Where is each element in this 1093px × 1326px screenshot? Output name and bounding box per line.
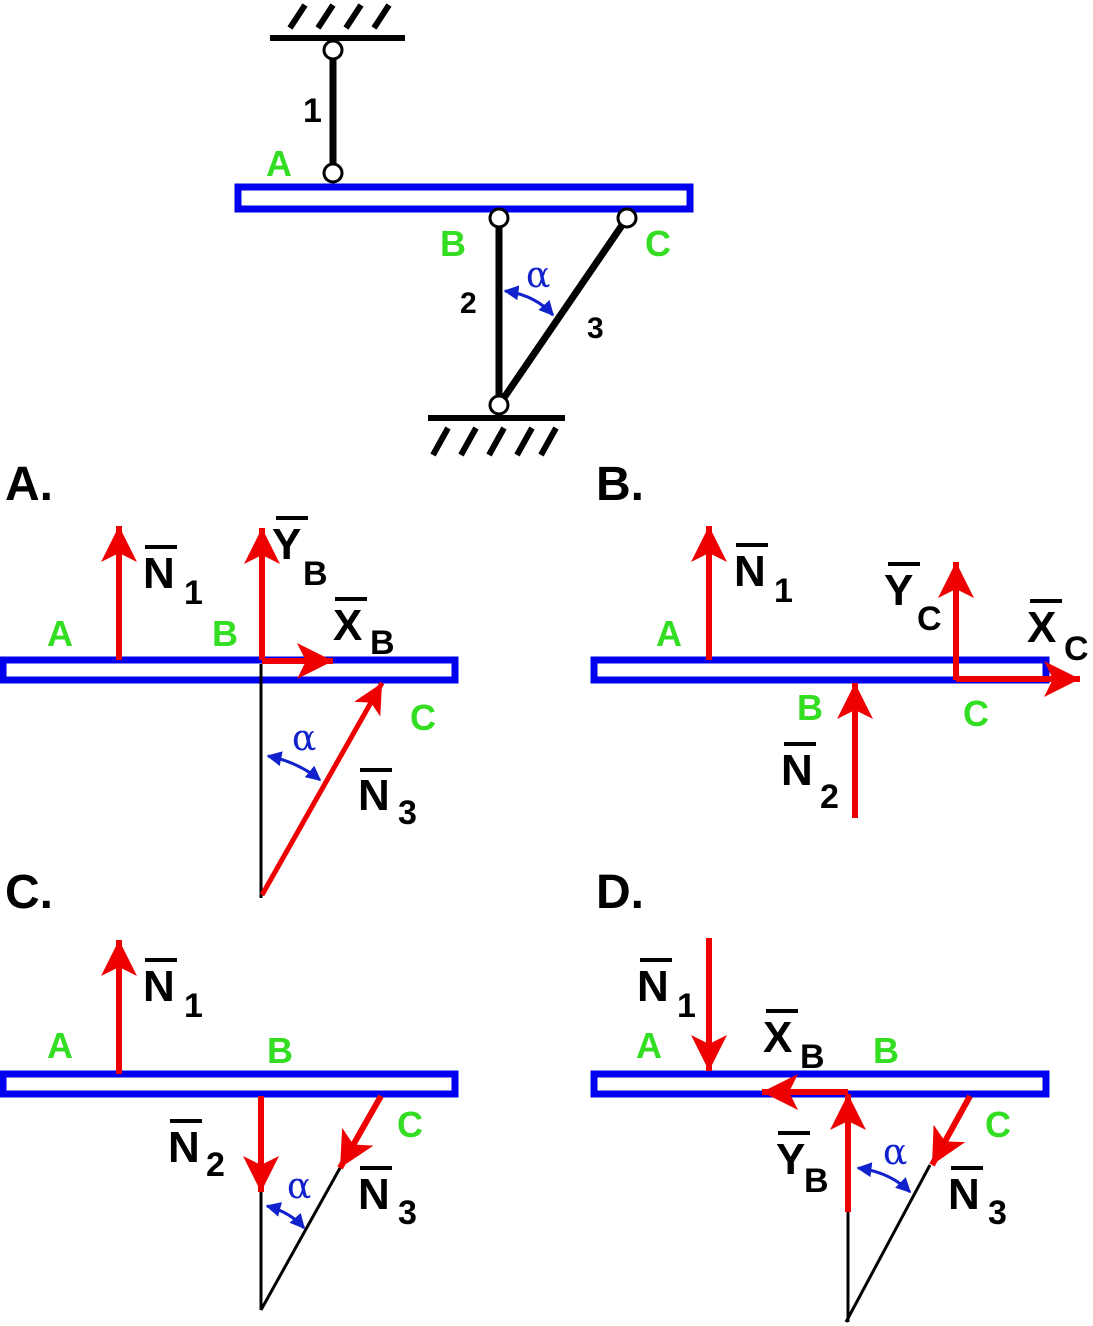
panel-c-n3-label: N 3 — [358, 1166, 417, 1232]
beam — [234, 183, 694, 213]
bottom-fixed-support — [428, 415, 565, 457]
hinge-bottom — [488, 394, 510, 416]
main-structure: 1 2 3 A B C α — [234, 3, 694, 457]
point-a-label: A — [266, 143, 292, 184]
svg-text:3: 3 — [988, 1194, 1007, 1232]
rod-3-label: 3 — [587, 312, 604, 345]
svg-text:C: C — [917, 600, 942, 638]
panel-d-n3-arrow — [929, 1094, 973, 1167]
svg-text:1: 1 — [184, 574, 203, 612]
rod-2-label: 2 — [460, 287, 477, 320]
svg-text:2: 2 — [820, 778, 839, 816]
svg-text:N: N — [168, 1123, 200, 1172]
hinge-top — [322, 39, 344, 61]
hinge-c — [616, 207, 638, 229]
svg-text:1: 1 — [774, 572, 793, 610]
panel-d-point-b: B — [873, 1030, 899, 1071]
point-b-label: B — [440, 223, 466, 264]
point-c-label: C — [645, 223, 671, 264]
panel-c-n2-label: N 2 — [168, 1119, 225, 1184]
panel-c-n1-label: N 1 — [143, 958, 203, 1025]
panel-b-xc-label: X C — [1027, 599, 1089, 668]
svg-text:Y: Y — [884, 566, 913, 615]
panel-a-n3-arrow — [259, 681, 385, 897]
panel-c-n3-arrow — [337, 1094, 384, 1170]
panel-a-beam — [0, 656, 459, 684]
panel-c-title: C. — [5, 866, 53, 919]
svg-text:X: X — [333, 601, 362, 650]
svg-text:N: N — [143, 549, 175, 598]
panel-d-title: D. — [596, 866, 644, 919]
panel-d-point-c: C — [985, 1104, 1011, 1145]
panel-d-point-a: A — [636, 1025, 662, 1066]
panel-d-reference-incline — [844, 1164, 932, 1323]
panel-d-yb-label: Y B — [776, 1131, 829, 1200]
panel-c-angle-arc — [265, 1202, 306, 1230]
panel-a-point-a: A — [47, 613, 73, 654]
panel-d-xb-label: X B — [763, 1009, 825, 1076]
panel-a-angle: α — [292, 718, 316, 759]
panel-c-beam — [0, 1070, 459, 1098]
panel-d-angle-arc — [856, 1162, 912, 1194]
panel-a-title: A. — [5, 458, 53, 511]
panel-b-point-b: B — [797, 687, 823, 728]
hinge-b — [488, 207, 510, 229]
svg-text:N: N — [734, 547, 766, 596]
panel-b-yc-label: Y C — [884, 562, 942, 638]
panel-b-n2-label: N 2 — [781, 742, 839, 816]
svg-text:Y: Y — [776, 1135, 805, 1184]
panel-b-n1-label: N 1 — [734, 543, 793, 610]
svg-text:X: X — [763, 1013, 792, 1062]
panel-c-reference-incline — [259, 1167, 342, 1311]
panel-b-point-c: C — [963, 693, 989, 734]
panel-b-point-a: A — [656, 613, 682, 654]
hinge-a — [322, 162, 344, 184]
svg-text:X: X — [1027, 603, 1056, 652]
svg-text:C: C — [1064, 630, 1089, 668]
panel-c-point-a: A — [47, 1025, 73, 1066]
panel-d-n3-label: N 3 — [948, 1166, 1007, 1232]
svg-text:3: 3 — [398, 794, 417, 832]
angle-arc — [503, 285, 555, 317]
panel-c-angle: α — [287, 1166, 311, 1207]
panel-a-xb-label: X B — [333, 597, 395, 662]
svg-text:N: N — [358, 1170, 390, 1219]
rod-3 — [496, 216, 630, 407]
panel-a-n3-label: N 3 — [358, 768, 417, 832]
panel-a-point-b: B — [212, 613, 238, 654]
panel-a-angle-arc — [266, 751, 322, 782]
rod-1-label: 1 — [303, 92, 322, 130]
svg-text:B: B — [370, 624, 395, 662]
svg-text:N: N — [781, 746, 813, 795]
panel-d-n1-label: N 1 — [637, 958, 696, 1025]
panel-a: A. A B C α N 1 Y B X B N — [0, 458, 459, 898]
svg-text:1: 1 — [677, 987, 696, 1025]
svg-text:1: 1 — [184, 987, 203, 1025]
panel-c-point-b: B — [267, 1030, 293, 1071]
panel-b-title: B. — [596, 458, 644, 511]
panel-c-point-c: C — [397, 1104, 423, 1145]
panel-b: B. A B C N 1 Y C X C N 2 — [590, 458, 1089, 818]
panel-a-point-c: C — [410, 697, 436, 738]
panel-c: C. A B C α N 1 N 2 N 3 — [0, 866, 459, 1311]
panel-d: D. A B C α N 1 X B Y B — [590, 866, 1050, 1323]
panel-d-angle: α — [883, 1132, 907, 1173]
angle-label: α — [526, 255, 550, 296]
svg-text:B: B — [804, 1162, 829, 1200]
panel-a-yb-label: Y B — [272, 516, 328, 593]
svg-text:N: N — [143, 962, 175, 1011]
svg-text:Y: Y — [272, 520, 301, 569]
svg-text:N: N — [948, 1170, 980, 1219]
svg-text:N: N — [358, 771, 390, 820]
svg-text:B: B — [800, 1038, 825, 1076]
panel-a-n1-label: N 1 — [143, 545, 203, 612]
svg-text:N: N — [637, 962, 669, 1011]
svg-text:3: 3 — [398, 1194, 417, 1232]
svg-text:B: B — [303, 555, 328, 593]
svg-text:2: 2 — [206, 1146, 225, 1184]
top-fixed-support — [270, 3, 405, 41]
